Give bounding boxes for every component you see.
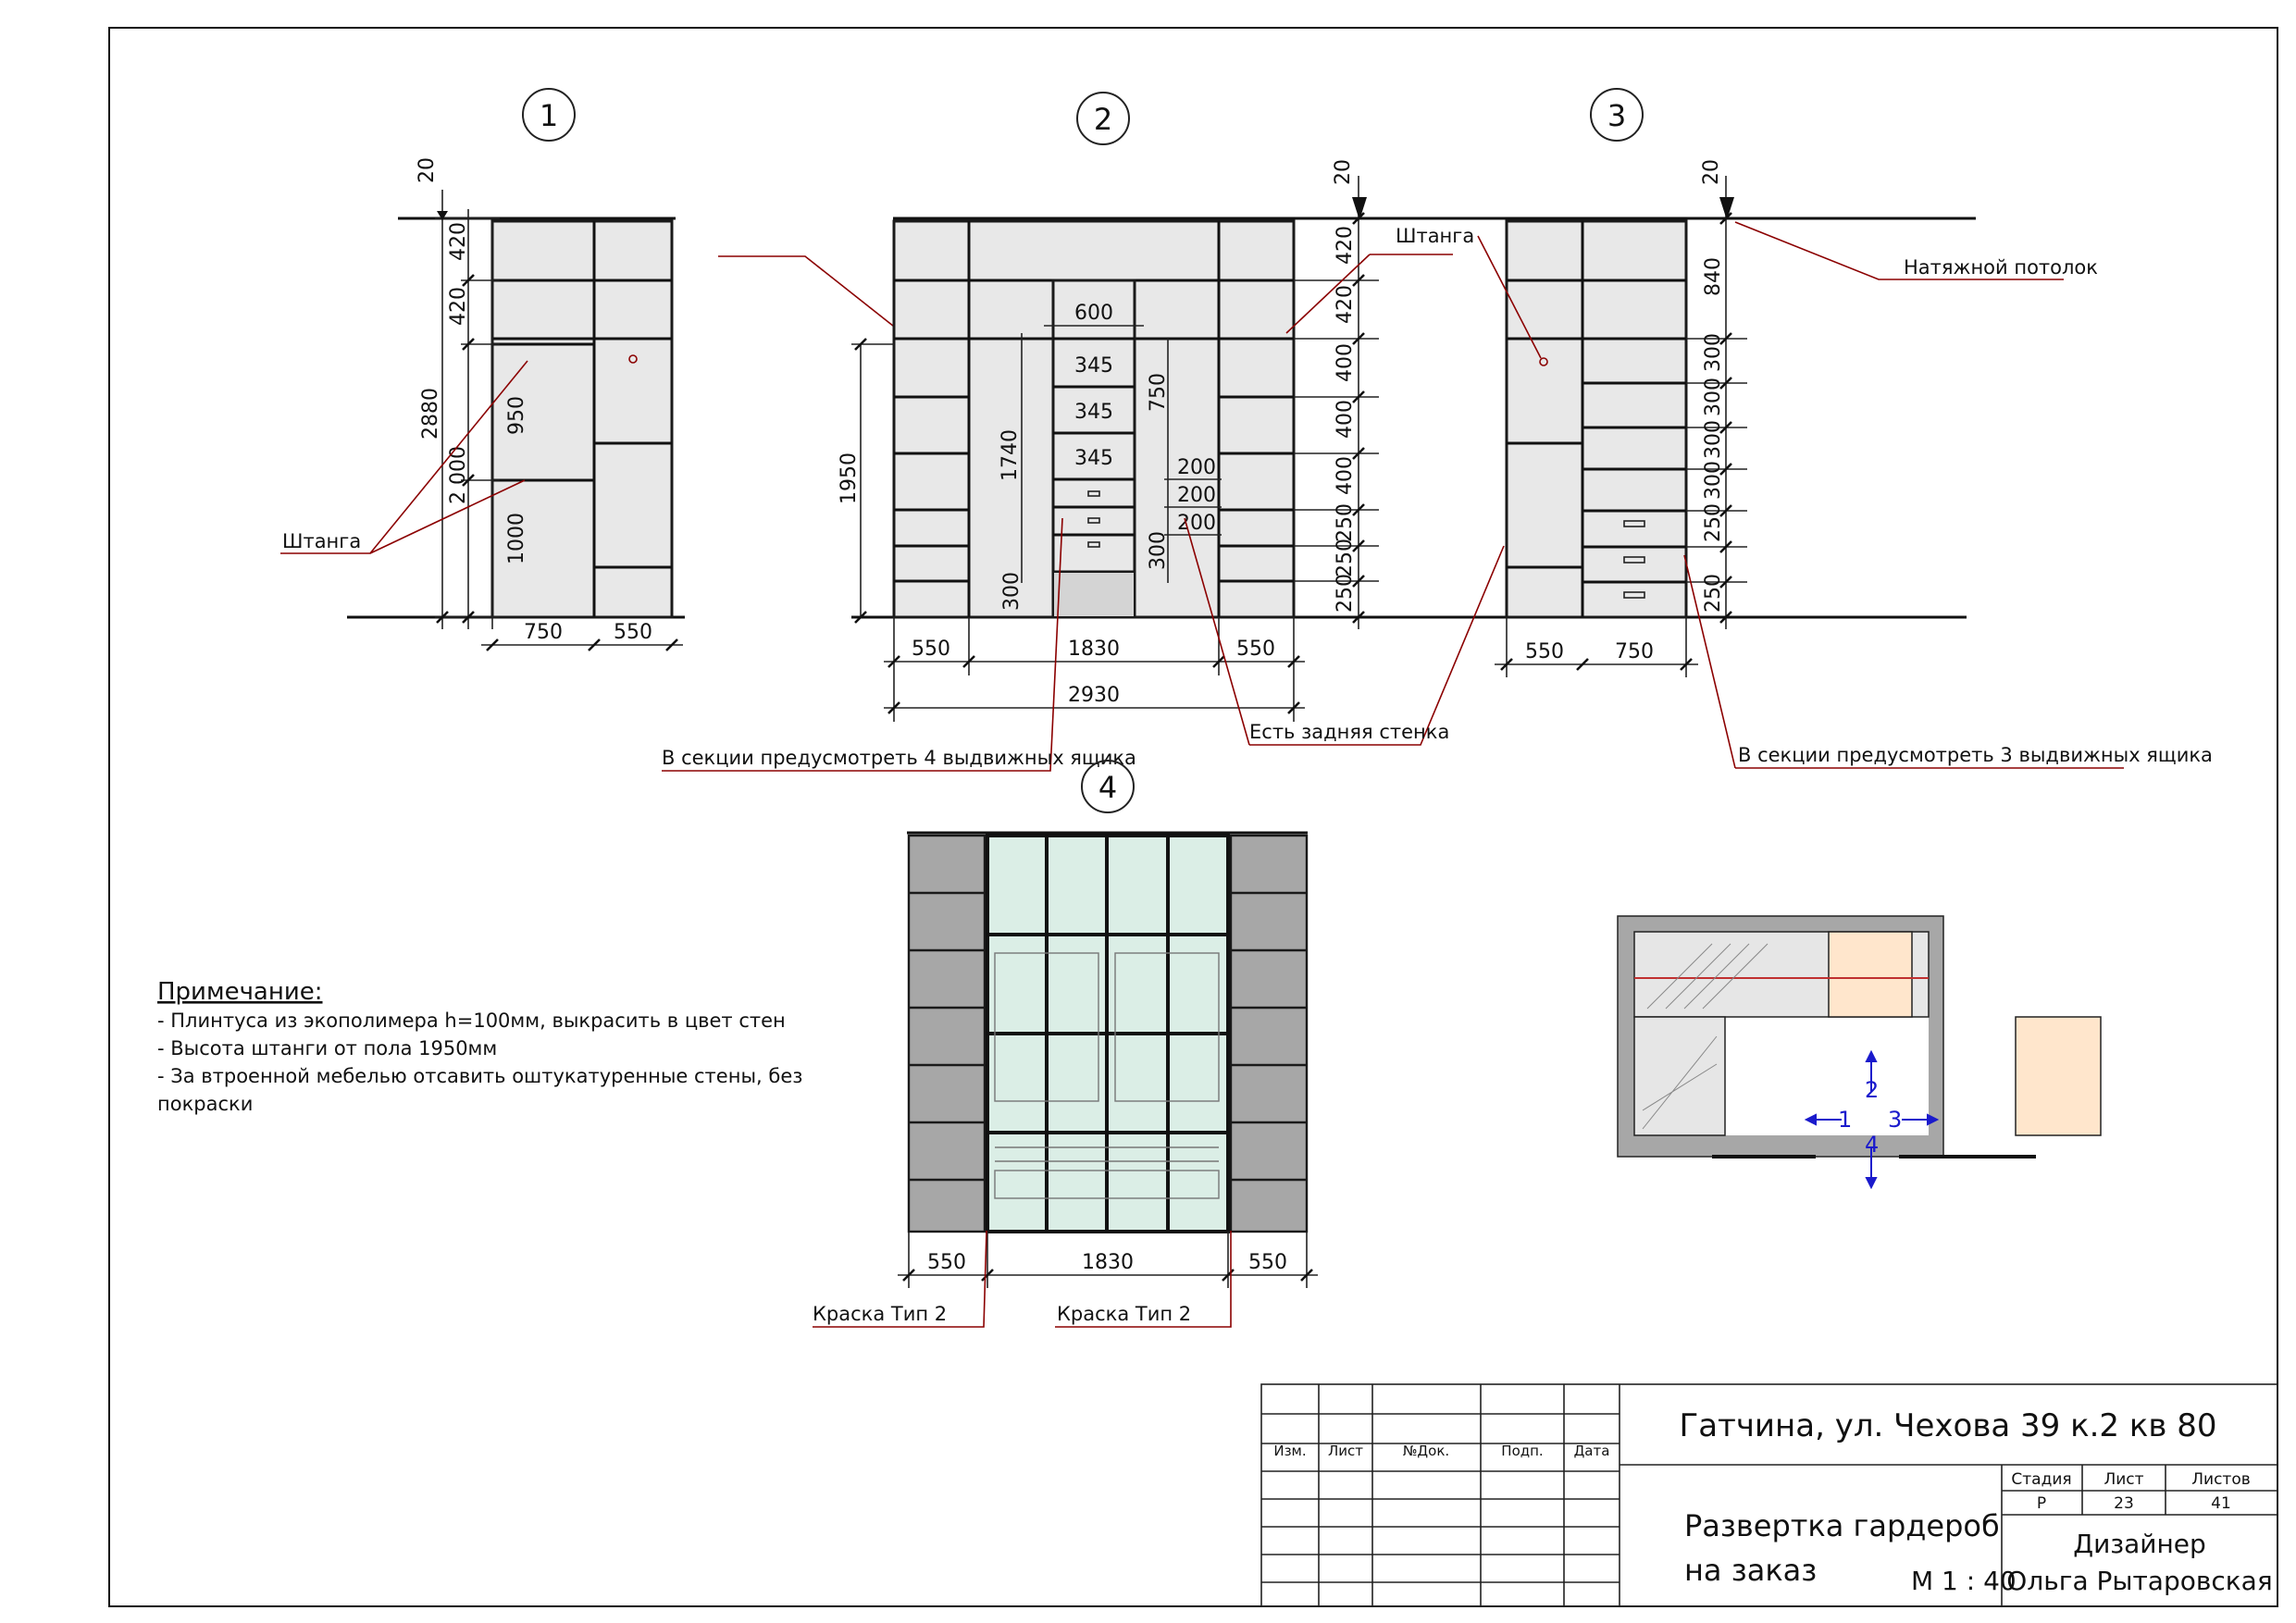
v2-dim-r400a: 400	[1334, 343, 1357, 382]
wardrobe-3-body	[1505, 219, 1688, 619]
view-3-elevation: 3 20 840 300	[1477, 88, 2213, 769]
v2-dim-1830: 1830	[1068, 638, 1120, 661]
tb-sheets: 41	[2211, 1494, 2231, 1513]
tb-sheet-title-2: на заказ	[1684, 1553, 1817, 1588]
notes-line-2: - Высота штанги от пола 1950мм	[157, 1037, 497, 1059]
v3-dim-300d: 300	[1702, 461, 1725, 500]
v3-dim-840: 840	[1702, 257, 1725, 296]
plan-label-2: 2	[1865, 1077, 1879, 1103]
tb-col-podp: Подп.	[1501, 1443, 1543, 1459]
v1-dim-top: 20	[416, 157, 439, 183]
plan-label-1: 1	[1838, 1107, 1852, 1133]
tb-h-sheets: Листов	[2191, 1470, 2251, 1489]
v1-dim-420b: 420	[447, 287, 470, 326]
tb-col-list: Лист	[1328, 1443, 1363, 1459]
v3-dim-750: 750	[1615, 640, 1654, 663]
v2-dim-345b: 345	[1074, 401, 1113, 424]
v2-dim-1740: 1740	[999, 429, 1022, 481]
v3-dim-250b: 250	[1702, 574, 1725, 613]
v1-dim-420a: 420	[447, 222, 470, 261]
tb-address: Гатчина, ул. Чехова 39 к.2 кв 80	[1679, 1407, 2216, 1444]
tb-designer: Ольга Рытаровская	[2006, 1566, 2272, 1596]
tb-sheet-title-1: Развертка гардероб	[1684, 1508, 2000, 1543]
title-block: Изм. Лист №Док. Подп. Дата Гатчина, ул. …	[1260, 1383, 2278, 1607]
notes-line-1: - Плинтуса из экополимера h=100мм, выкра…	[157, 1010, 786, 1032]
v3-dim-250a: 250	[1702, 503, 1725, 542]
tb-scale: М 1 : 40	[1911, 1566, 2017, 1596]
v3-dim-300c: 300	[1702, 420, 1725, 459]
v4-label-paint-left: Краска Тип 2	[813, 1303, 947, 1325]
v2-dim-200a: 200	[1177, 456, 1216, 479]
v2-dim-550r: 550	[1236, 638, 1275, 661]
view-1-elevation: 1 20 420 420 950 1000 2880 2 000	[280, 88, 903, 651]
v3-dim-300b: 300	[1702, 378, 1725, 416]
v2-dim-1950: 1950	[838, 452, 861, 504]
v2-dim-r420b: 420	[1334, 285, 1357, 324]
v2-dim-300a: 300	[1147, 531, 1170, 570]
key-plan: 1 2 3 4	[1617, 915, 2102, 1190]
view-4-elevation: 4	[813, 760, 1318, 1328]
v1-dim-2880: 2880	[419, 388, 442, 440]
v2-dim-r400b: 400	[1334, 400, 1357, 439]
tb-h-stage: Стадия	[2011, 1470, 2071, 1489]
tb-h-sheet: Лист	[2104, 1470, 2143, 1489]
v2-dim-r250b: 250	[1334, 539, 1357, 577]
v2-label-shtanga: Штанга	[1396, 225, 1474, 247]
plan-label-4: 4	[1865, 1132, 1879, 1158]
notes-line-4: покраски	[157, 1093, 253, 1115]
notes-block: Примечание: - Плинтуса из экополимера h=…	[157, 978, 802, 1115]
v1-dim-950: 950	[505, 396, 528, 435]
v2-dim-r250c: 250	[1334, 574, 1357, 613]
tb-col-data: Дата	[1574, 1443, 1610, 1459]
view-1-marker	[522, 88, 576, 142]
view-3-marker	[1590, 88, 1644, 142]
view-3-number: 3	[1607, 98, 1626, 133]
view-2-marker	[1076, 92, 1130, 145]
v3-dim-300a: 300	[1702, 333, 1725, 372]
view-2-number: 2	[1094, 102, 1112, 137]
view-4-number: 4	[1098, 770, 1117, 805]
tb-sheet: 23	[2114, 1494, 2134, 1513]
tb-col-ndok: №Док.	[1403, 1443, 1449, 1459]
v1-dim-550: 550	[614, 621, 652, 644]
v2-dim-300b: 300	[1000, 572, 1024, 611]
v2-dim-r400c: 400	[1334, 456, 1357, 495]
v4-dim-550l: 550	[927, 1251, 966, 1274]
tb-col-izm: Изм.	[1273, 1443, 1306, 1459]
v3-label-drawers: В секции предусмотреть 3 выдвижных ящика	[1738, 744, 2213, 766]
view-1-number: 1	[540, 98, 558, 133]
sheet-frame	[108, 27, 2278, 1607]
v1-dim-1000: 1000	[505, 513, 528, 564]
v2-dim-750: 750	[1147, 373, 1170, 412]
notes-title: Примечание:	[157, 978, 323, 1006]
tb-stage: Р	[2037, 1494, 2046, 1513]
v3-dim-550: 550	[1525, 640, 1564, 663]
v2-dim-345c: 345	[1074, 447, 1113, 470]
notes-line-3: - За втроенной мебелью отсавить оштукату…	[157, 1065, 802, 1087]
v2-dim-600: 600	[1074, 302, 1113, 325]
wardrobe-1-body	[490, 219, 674, 619]
v2-dim-345a: 345	[1074, 354, 1113, 378]
v3-dim-top: 20	[1700, 159, 1723, 185]
v3-label-ceiling: Натяжной потолок	[1904, 256, 2098, 279]
v2-label-back-wall: Есть задняя стенка	[1249, 721, 1449, 743]
v4-label-paint-right: Краска Тип 2	[1057, 1303, 1191, 1325]
v4-dim-1830: 1830	[1082, 1251, 1134, 1274]
v2-dim-550l: 550	[912, 638, 950, 661]
v2-dim-top: 20	[1332, 159, 1355, 185]
v2-dim-2930: 2930	[1068, 684, 1120, 707]
tb-role: Дизайнер	[2073, 1529, 2206, 1559]
v2-dim-r420a: 420	[1334, 226, 1357, 265]
v2-dim-200b: 200	[1177, 484, 1216, 507]
v4-dim-550r: 550	[1248, 1251, 1287, 1274]
v2-label-drawers: В секции предусмотреть 4 выдвижных ящика	[662, 747, 1136, 769]
plan-label-3: 3	[1888, 1107, 1902, 1133]
v1-dim-750: 750	[524, 621, 563, 644]
view-4-marker	[1081, 760, 1135, 813]
view-2-elevation: 2 600 345	[662, 92, 1976, 772]
v1-label-shtanga: Штанга	[282, 530, 361, 552]
v2-dim-r250a: 250	[1334, 503, 1357, 542]
v2-dim-200c: 200	[1177, 512, 1216, 535]
